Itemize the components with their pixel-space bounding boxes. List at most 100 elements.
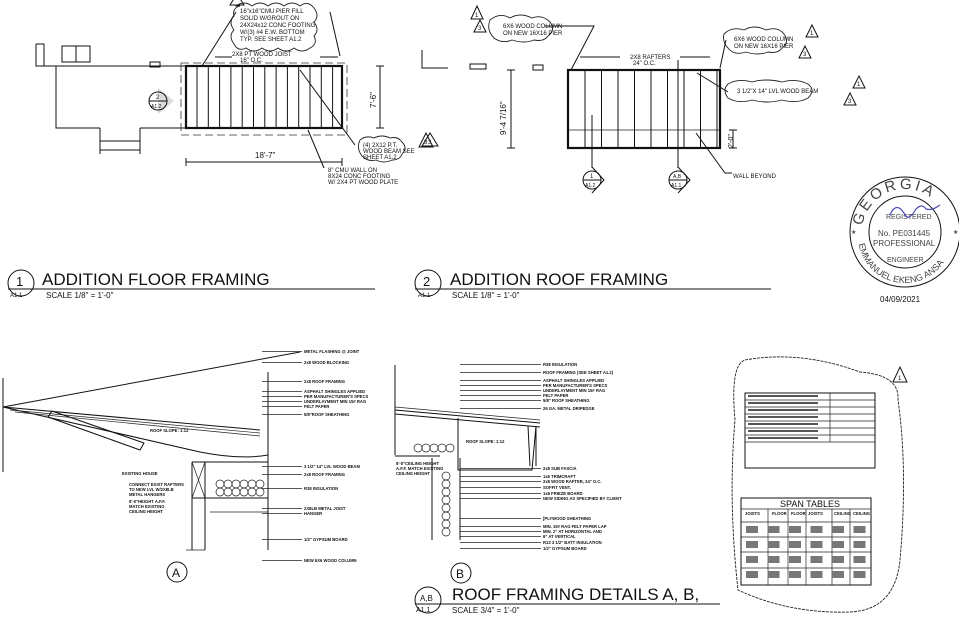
marker-sheet: A1.1 [671, 183, 682, 189]
wall-note: W/ 2X4 PT WOOD PLATE [328, 180, 398, 186]
title-roof-framing: 2 A1.1 ADDITION ROOF FRAMING SCALE 1/8" … [414, 269, 771, 300]
detail-note: METAL HANGERS [129, 492, 165, 497]
detail-note: 6" AT VERTICAL [543, 534, 576, 539]
span-header: CEILING [853, 511, 870, 516]
detail-note: MIN. 15# RAG FELT PAPER LAP [543, 524, 607, 529]
detail-note: CEILING HEIGHT [129, 509, 163, 514]
title-text: ROOF FRAMING DETAILS A, B, [452, 585, 699, 604]
span-cell [832, 571, 844, 578]
engineer-seal: GEORGIA EMMANUEL EKENG ANSA REGISTERED N… [849, 176, 959, 304]
roof-framing-plan: 9'-4 7/16" 2'-0" 2X8 RAFTERS 24" O.C. 6X… [418, 4, 866, 194]
insulation-batt [215, 479, 225, 489]
detail-note: 1x6 TRIMCRAFT [543, 474, 576, 479]
span-cell [767, 541, 780, 548]
insulation-batt [441, 527, 451, 537]
signature [889, 204, 941, 218]
dim-depth: 9'-4 7/16" [499, 101, 508, 135]
revision-tag: 3 [428, 140, 432, 146]
detail-note: 2x8 WOOD RAFTER, 24" O.C. [543, 479, 602, 484]
span-cell [853, 526, 866, 533]
section-marker[interactable]: 2 A1.2 [148, 88, 174, 114]
spec-text [748, 416, 818, 418]
svg-text:★: ★ [953, 229, 958, 236]
title-scale: SCALE 3/4" = 1'-0" [452, 606, 520, 615]
span-cell [746, 541, 758, 548]
column-callout-right: ON NEW 16X16 PIER [734, 44, 794, 50]
span-cell [853, 556, 866, 563]
detail-note: NEW SIDING AS SPECIFIED BY CLIENT [543, 496, 622, 501]
span-cell [853, 571, 866, 578]
seal-type: PROFESSIONAL [873, 239, 936, 248]
detail-note: UNDERLAYMENT MIN 15# RAG [543, 388, 605, 393]
revision-tag: 3 [424, 140, 428, 146]
wall-beyond-label: WALL BEYOND [733, 174, 777, 180]
detail-note: NEW 6X6 WOOD COLUMN [304, 558, 357, 563]
title-number: 1 [16, 274, 23, 289]
title-sheet: A1.1 [418, 293, 431, 299]
revision-tags: 1 3 1 3 1 3 3 [418, 4, 866, 148]
spec-text [748, 437, 818, 439]
marker-number: A,B [673, 174, 682, 180]
existing-house-label: EXISTING HOUSE [122, 471, 158, 476]
detail-note: 2x8 SUB FASCIA [543, 466, 577, 471]
seal-date: 04/09/2021 [880, 295, 921, 304]
detail-label: B [456, 567, 464, 581]
title-floor-framing: 1 A1.1 ADDITION FLOOR FRAMING SCALE 1/8"… [7, 269, 375, 300]
revision-tag: 1 [898, 376, 902, 382]
beam-callout: (4) 2X12 P.T. [363, 143, 398, 149]
detail-note: ROOF FRAMING (SEE SHEET A1.2) [543, 370, 614, 375]
detail-note: MATCH EXISTING [129, 504, 165, 509]
section-marker-1[interactable]: 1 A1.2 [582, 166, 605, 194]
insulation-batt [441, 495, 451, 505]
title-scale: SCALE 1/8" = 1'-0" [46, 291, 114, 300]
span-header: JOISTS [808, 511, 823, 516]
span-cell [789, 556, 801, 563]
dim-width: 7'-6" [369, 92, 378, 108]
spec-text [748, 423, 818, 425]
detail-note: SOFFIT VENT. [543, 485, 571, 490]
ceiling-note: 8'-0"CEILING HEIGHT [396, 461, 439, 466]
span-cell [746, 556, 758, 563]
detail-note: 26 GA. METAL DRIPEDGE [543, 406, 595, 411]
ceiling-note: CEILING HEIGHT [396, 471, 430, 476]
detail-note: [PLYWOOD SHEATHING [543, 516, 591, 521]
detail-note: MIN. 2" AT HORIZONTAL AND [543, 529, 602, 534]
callout-line: W/(3) #4 E.W. BOTTOM [240, 30, 305, 36]
joist-label: 2X8 PT WOOD JOIST [232, 52, 292, 58]
dim-length: 18'-7" [255, 151, 276, 160]
detail-note: CONNECT EXIST RAFTERS [129, 482, 184, 487]
insulation-batt [215, 487, 225, 497]
title-scale: SCALE 1/8" = 1'-0" [452, 291, 520, 300]
title-sheet: A1.1 [10, 293, 23, 299]
insulation-batt [441, 479, 451, 489]
detail-note: 2x8 ROOF FRAMING [304, 472, 345, 477]
insulation-batt [445, 443, 455, 453]
revision-tag: 3 [803, 52, 807, 58]
detail-note: 5/8" ROOF SHEATHING [543, 398, 590, 403]
title-number: A,B [420, 594, 433, 603]
insulation-batt [421, 443, 431, 453]
dim-overhang: 2'-0" [728, 134, 735, 148]
svg-text:★: ★ [851, 229, 856, 236]
title-sheet: A1.1 [416, 607, 431, 614]
insulation-batt [239, 479, 249, 489]
rafters-label: 2X8 RAFTERS [630, 55, 670, 61]
span-cell [746, 571, 758, 578]
roof-slope: ROOF SLOPE: 1:12 [150, 428, 189, 433]
rafters-spacing: 24" O.C. [633, 61, 656, 67]
span-tables-title: SPAN TABLES [780, 499, 840, 509]
span-cell [746, 526, 758, 533]
detail-note: 2x8 WOOD BLOCKING [304, 360, 349, 365]
seal-engineer: ENGINEER [887, 257, 924, 264]
spec-text [748, 409, 818, 411]
detail-note: 2x8 ROOF FRAMING [304, 379, 345, 384]
section-marker-ab[interactable]: A,B A1.1 [668, 166, 691, 194]
span-cell [810, 526, 823, 533]
callout-line: TYP. SEE SHEET A1.2 [240, 37, 302, 43]
insulation-batt [441, 511, 451, 521]
callout-line: 24X24x12 CONC FOOTING [240, 23, 316, 29]
span-header: FLOOR [772, 511, 787, 516]
title-roof-details: A,B A1.1 ROOF FRAMING DETAILS A, B, SCAL… [414, 585, 720, 615]
detail-note: PER MANUFACTURER'S SPECS [304, 394, 368, 399]
